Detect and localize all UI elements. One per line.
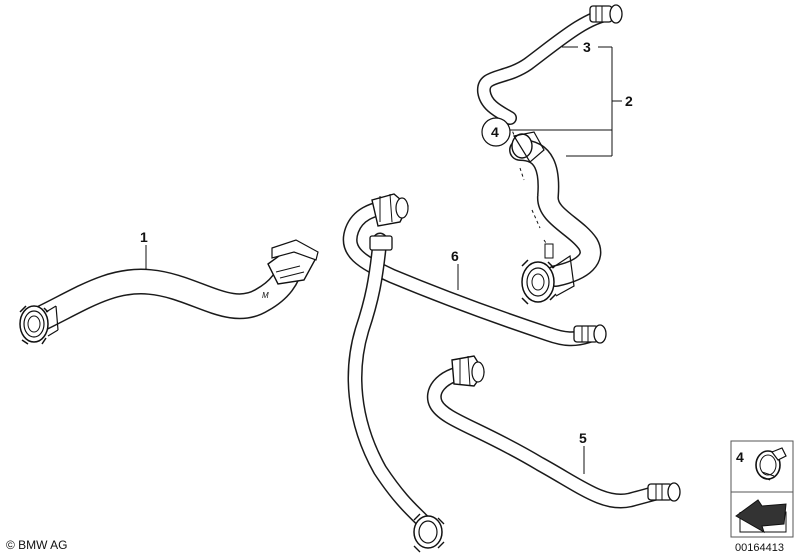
- hose-2-small-fitting: [544, 243, 554, 259]
- hose-6-bottom-connector: [413, 513, 445, 553]
- callout-5: 5: [579, 430, 587, 446]
- hose-2-bottom-connector: [521, 254, 575, 305]
- hose-3-top-connector: [589, 4, 623, 24]
- hose-2-top-connector: [511, 131, 545, 163]
- svg-text:M: M: [262, 291, 269, 300]
- callout-3: 3: [583, 39, 591, 55]
- callout-2: 2: [625, 93, 633, 109]
- direction-arrow-icon: [735, 499, 787, 534]
- callout-4-circle: 4: [481, 117, 511, 147]
- callout-4: 4: [491, 124, 499, 140]
- hose-6-right-connector: [573, 324, 607, 344]
- hose-part-2-3[interactable]: [477, 4, 623, 305]
- hose-5-top-connector: [451, 355, 485, 387]
- hose-part-5[interactable]: [427, 355, 681, 509]
- hose-5-right-connector: [647, 482, 681, 502]
- hose-6-top-connector: [371, 193, 409, 227]
- hose-part-1[interactable]: M: [19, 239, 319, 345]
- callout-6: 6: [451, 248, 459, 264]
- hose-part-6[interactable]: [342, 193, 607, 553]
- callout-leaders: [145, 46, 622, 474]
- hose-1-left-connector: [19, 305, 59, 345]
- hose-1-right-connector: [267, 239, 319, 285]
- hose-6-junction: [369, 235, 393, 251]
- copyright-text: © BMW AG: [6, 538, 68, 552]
- hose-clamp-icon: [755, 447, 787, 481]
- callout-1: 1: [140, 229, 148, 245]
- legend-panel: 4: [730, 440, 794, 538]
- legend-part-number: 4: [736, 449, 744, 465]
- diagram-id: 00164413: [735, 542, 784, 554]
